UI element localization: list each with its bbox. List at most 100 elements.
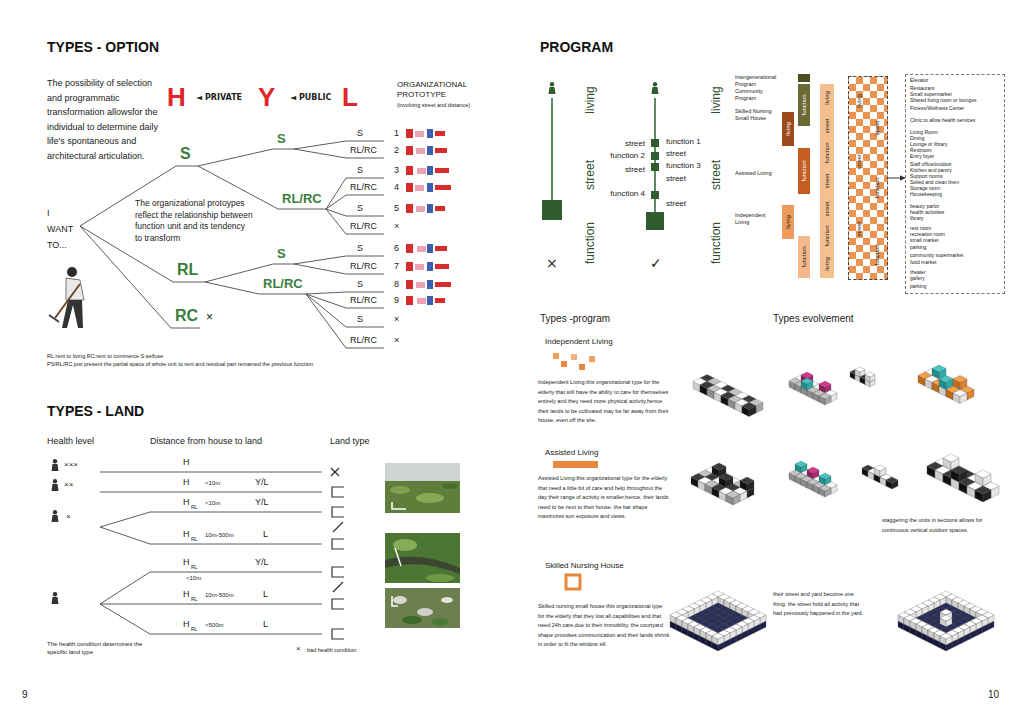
bar-label: street — [824, 201, 830, 216]
function-label: street — [666, 175, 686, 183]
bar-label: living — [785, 122, 791, 136]
distance-label: 10m-500m — [205, 592, 234, 598]
bar-label: street — [824, 118, 830, 133]
person-icon — [549, 87, 556, 94]
prototype-icon — [427, 129, 433, 138]
iso-cube — [951, 466, 967, 474]
table-label: S — [357, 166, 363, 175]
note-text: PS/RL/RC just present the partial space … — [47, 361, 313, 368]
cross-mark: × — [206, 311, 213, 323]
bar-label: living — [824, 91, 830, 105]
list-item: Living Room — [910, 130, 938, 135]
prototype-icon — [417, 298, 426, 304]
unit-icon — [579, 364, 585, 370]
list-item: theater — [910, 270, 926, 275]
distance-line — [100, 492, 322, 493]
prototype-icon — [406, 204, 413, 213]
note-text: Independent Living — [735, 212, 781, 226]
distance-line — [100, 572, 322, 604]
list-item: Storage room — [910, 186, 940, 191]
unit-icon — [571, 354, 577, 360]
table-label: 6 — [394, 244, 399, 253]
function-label: function 4 — [610, 190, 645, 198]
prototype-icon — [406, 129, 413, 138]
unit-icon — [561, 361, 567, 367]
photo-detail — [385, 556, 460, 574]
tree-label: S — [277, 132, 286, 145]
type-letter: Y — [258, 84, 275, 110]
table-label: × — [394, 315, 399, 324]
prototype-icon — [435, 298, 445, 303]
table-label: H — [183, 478, 190, 487]
photo — [385, 588, 460, 628]
prototype-icon — [406, 262, 413, 271]
list-item: beauty parlor — [910, 204, 939, 209]
gardener-hoe — [55, 284, 80, 318]
bar-label: function — [801, 160, 807, 181]
prototype-icon — [435, 185, 451, 190]
bar-label: street — [824, 173, 830, 188]
scale-mark — [392, 596, 398, 606]
prototype-icon — [435, 131, 445, 136]
table-label: S — [357, 244, 363, 253]
iso-cube — [801, 378, 813, 384]
table-label: RL/RC — [350, 262, 377, 271]
unit-icon — [589, 356, 595, 362]
bar-label: function — [801, 94, 807, 115]
person-icon — [53, 479, 57, 483]
program-line — [551, 98, 553, 200]
connector — [888, 178, 905, 179]
table-label: RL/RC — [350, 222, 377, 231]
note-text: Intergenerational Program — [735, 74, 781, 88]
program-bar: living — [782, 205, 794, 239]
table-label: L — [263, 620, 268, 629]
list-item: Dining — [910, 136, 924, 141]
prototype-icon — [435, 206, 445, 211]
iso-cube — [855, 367, 865, 372]
iso-cube — [943, 454, 959, 462]
iso-cube — [712, 633, 724, 639]
table-label: H — [183, 620, 190, 629]
note-text: (involving street and distance) — [397, 102, 470, 109]
list-item: recreation room — [910, 232, 945, 237]
table-label: H — [183, 498, 190, 507]
type-letter: L — [342, 84, 358, 110]
prototype-icon — [435, 148, 447, 153]
bar-label: street — [856, 221, 862, 236]
prototype-icon — [427, 183, 433, 192]
tree-label: S — [277, 247, 286, 260]
prototype-icon — [406, 146, 413, 155]
prototype-icon — [427, 296, 433, 305]
program-bar: function — [798, 148, 810, 194]
function-square — [646, 212, 664, 230]
table-label: 3 — [394, 166, 399, 175]
land-type-symbol — [331, 468, 339, 476]
prototype-icon — [417, 168, 426, 174]
bar-label: function — [801, 246, 807, 267]
iso-cube — [819, 393, 831, 399]
axis-label: living — [710, 86, 722, 113]
list-item: Housekeeping — [910, 192, 942, 197]
table-label: S — [357, 204, 363, 213]
photo-detail — [390, 486, 410, 494]
prototype-icon — [406, 183, 413, 192]
bar-label: living — [824, 257, 830, 271]
prototype-icon — [417, 246, 426, 252]
land-type-symbol — [332, 507, 344, 517]
prompt-text: I WANT TO... — [47, 205, 77, 253]
function-label: street — [625, 166, 645, 174]
iso-cube — [740, 477, 754, 484]
tree-branch — [306, 294, 384, 327]
prototype-icon — [435, 168, 449, 173]
table-label: Land type — [330, 437, 370, 446]
function-label: street — [666, 200, 686, 208]
land-type-symbol — [332, 567, 344, 577]
iso-cube — [932, 365, 946, 372]
bar-icon — [553, 461, 598, 468]
table-label: L — [263, 530, 268, 539]
iso-cube — [719, 474, 733, 481]
list-item: Lounge or library — [910, 142, 948, 147]
function-label: × — [296, 645, 301, 653]
tree-label: RL/RC — [263, 277, 303, 290]
person-icon — [652, 87, 659, 94]
